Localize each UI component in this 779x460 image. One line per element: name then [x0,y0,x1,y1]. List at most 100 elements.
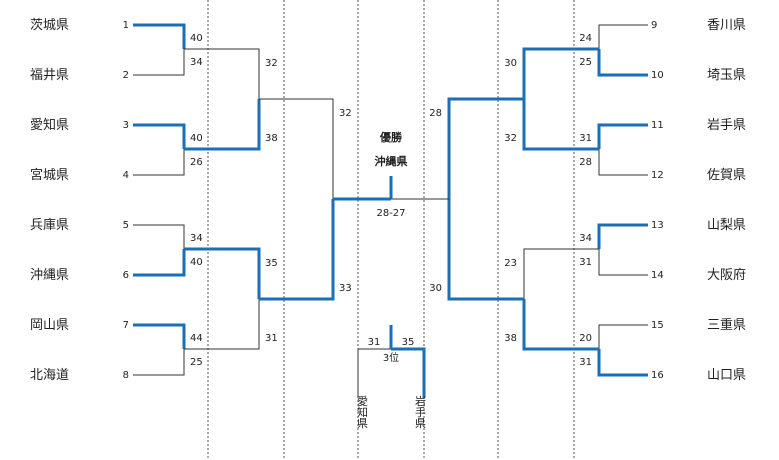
team-seed: 6 [123,270,129,281]
bracket-line [133,323,186,349]
left-bracket-lines [133,23,335,376]
final-score: 28-27 [376,208,405,219]
team-name: 岩手県 [707,118,746,133]
team-name: 佐賀県 [707,168,746,183]
score-label: 32 [339,108,352,119]
team-name: 山口県 [707,368,746,383]
team-name: 愛知県 [30,117,69,133]
team-name: 香川県 [707,18,746,33]
bracket-line [184,48,260,99]
team-seed: 2 [123,70,129,81]
bracket-line [184,299,260,350]
team-seed: 3 [123,120,129,131]
score-label: 34 [190,57,203,68]
score-label: 32 [265,58,278,69]
bracket-line [184,247,261,299]
score-label: 31 [579,357,592,368]
champion-name: 沖縄県 [375,154,408,168]
third-place-team-left: 愛知県 [356,395,369,429]
guide-lines [207,0,575,460]
bracket-line [598,324,648,349]
left-teams: 茨城県 福井県 愛知県 宮城県 兵庫県 沖縄県 岡山県 北海道 1 2 3 4 … [30,18,129,383]
third-place-label: 3位 [383,351,399,364]
score-label: 32 [504,133,517,144]
third-place-team-right: 岩手県 [414,394,427,429]
score-label: 25 [190,357,203,368]
score-label: 31 [579,257,592,268]
third-place-line-right [391,347,426,398]
team-seed: 7 [123,320,129,331]
bracket-line [259,199,335,301]
score-label: 40 [190,257,203,268]
team-name: 山梨県 [707,218,746,233]
score-label: 40 [190,33,203,44]
bracket-line [133,149,185,176]
third-place-match: 31 35 3位 愛知県 岩手県 [356,325,427,429]
bracket-line [259,98,334,199]
bracket-line [133,123,186,149]
score-label: 24 [579,33,592,44]
bracket-line [598,24,648,49]
team-seed: 10 [651,70,664,81]
team-name: 埼玉県 [707,68,746,83]
third-place-score-left: 31 [368,337,381,348]
bracket-line [447,199,524,301]
score-label: 23 [504,258,517,269]
bracket-line [523,248,599,299]
score-label: 34 [579,233,592,244]
team-seed: 13 [651,220,664,231]
team-seed: 4 [123,170,129,181]
score-label: 30 [429,283,442,294]
team-name: 沖縄県 [30,268,69,283]
score-label: 30 [504,58,517,69]
score-label: 38 [504,333,517,344]
bracket-line [522,99,599,151]
team-name: 三重県 [707,317,746,333]
bracket-line [133,23,186,49]
score-label: 34 [190,233,203,244]
score-label: 40 [190,133,203,144]
score-label: 26 [190,157,203,168]
team-name: 岡山県 [30,318,69,333]
bracket-line [133,249,186,277]
score-label: 35 [265,258,278,269]
bracket-line [597,49,648,77]
team-seed: 14 [651,270,664,281]
right-scores: 24 25 31 28 34 31 20 31 30 32 23 38 28 3… [429,33,592,368]
bracket-line [522,47,599,99]
bracket-line [133,224,185,249]
third-place-line-left [357,348,391,398]
bracket-line [598,249,648,276]
score-label: 28 [429,108,442,119]
bracket-line [597,349,648,377]
score-label: 38 [265,133,278,144]
score-label: 31 [579,133,592,144]
score-label: 25 [579,57,592,68]
score-label: 28 [579,157,592,168]
right-teams: 香川県 埼玉県 岩手県 佐賀県 山梨県 大阪府 三重県 山口県 9 10 11 … [651,18,746,383]
team-seed: 15 [651,320,664,331]
score-label: 20 [579,333,592,344]
left-scores: 40 34 40 26 34 40 44 25 32 38 35 31 32 3… [190,33,352,368]
team-seed: 11 [651,120,664,131]
bracket-line [597,223,648,249]
team-name: 兵庫県 [30,218,69,233]
score-label: 44 [190,333,203,344]
bracket-line [522,299,599,351]
bracket-line [447,97,524,199]
team-seed: 9 [651,20,657,31]
right-bracket-lines [447,24,648,377]
team-seed: 5 [123,220,129,231]
bracket-line [184,99,261,151]
team-seed: 16 [651,370,664,381]
team-seed: 8 [123,370,129,381]
final-match: 優勝 沖縄県 28-27 [333,130,449,219]
bracket-line [597,123,648,149]
team-name: 北海道 [30,368,69,383]
team-name: 大阪府 [707,268,746,283]
third-place-score-right: 35 [402,337,415,348]
champion-title: 優勝 [379,130,403,144]
bracket-line [133,349,185,376]
bracket-line [133,49,185,76]
